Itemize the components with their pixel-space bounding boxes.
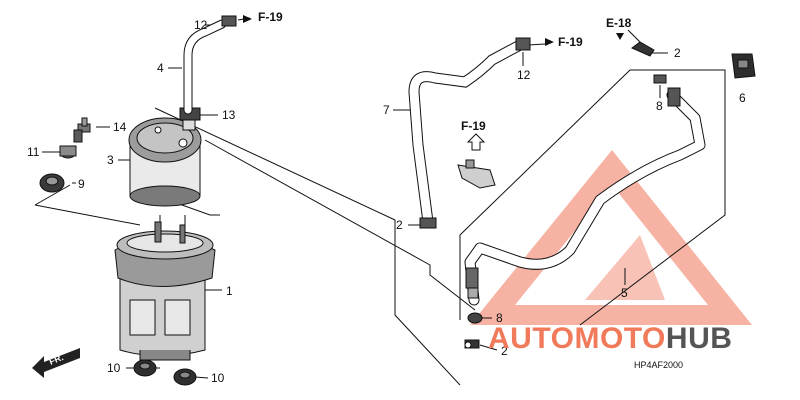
label-part-13: 13	[222, 108, 236, 122]
watermark-inner-triangle-icon	[585, 235, 665, 300]
part-labels: 12 4 13 14 11 3 9 1 10 10 7 2 12 2 8 6 5…	[27, 18, 746, 385]
nut-11	[59, 145, 77, 159]
label-part-4: 4	[157, 61, 164, 75]
label-part-1: 1	[226, 284, 233, 298]
label-part-12-right: 12	[517, 68, 531, 82]
ref-f19-mid: F-19	[461, 119, 486, 133]
grommet-9	[39, 173, 65, 193]
clip-8-top	[653, 74, 667, 84]
fuel-filter-canister	[128, 117, 202, 207]
label-part-10-right: 10	[211, 371, 225, 385]
clip-2-top	[631, 41, 655, 57]
label-part-11: 11	[27, 145, 40, 159]
bolt-14	[73, 117, 91, 143]
fuel-pipe-5	[464, 87, 706, 306]
label-part-8-top: 8	[656, 99, 663, 113]
label-part-9: 9	[78, 177, 85, 191]
clip-2-bottom	[464, 339, 480, 349]
ref-f19-top: F-19	[258, 10, 283, 24]
washer-10-left	[133, 359, 157, 377]
label-part-14: 14	[113, 120, 127, 134]
front-direction-arrow-icon	[32, 348, 80, 378]
hose-7	[408, 37, 531, 229]
label-part-2-top: 2	[674, 46, 681, 60]
grommet-6	[731, 53, 756, 79]
label-part-10-left: 10	[107, 361, 121, 375]
fuel-pump-assembly	[114, 221, 216, 361]
ref-f19-right: F-19	[558, 35, 583, 49]
arrow-down-icon	[616, 33, 624, 40]
reference-arrows	[32, 15, 624, 378]
watermark-triangle-icon	[470, 150, 752, 325]
clip-8-bottom	[467, 312, 483, 324]
label-part-6: 6	[739, 91, 746, 105]
watermark-text-part1: AUTOMOTO	[488, 322, 666, 355]
watermark-text-part2: HUB	[666, 322, 733, 355]
arrow-right-icon	[545, 38, 554, 46]
label-part-5: 5	[621, 286, 628, 300]
reference-labels: F-19 F-19 F-19 E-18 FR. HP4AF2000	[48, 10, 683, 370]
label-part-8-bottom: 8	[496, 311, 503, 325]
arrow-up-icon	[466, 133, 486, 151]
label-part-3: 3	[107, 153, 114, 167]
ref-e18: E-18	[606, 16, 632, 30]
arrow-right-icon	[243, 15, 252, 23]
svg-text:AUTOMOTOHUB: AUTOMOTOHUB	[488, 322, 732, 355]
watermark-logo	[470, 150, 752, 325]
diagram-code: HP4AF2000	[634, 360, 683, 370]
bracket-clip-mid	[457, 159, 496, 189]
leader-lines	[34, 17, 726, 386]
washer-10-right	[173, 368, 197, 386]
watermark-text: AUTOMOTOHUB	[488, 322, 732, 355]
label-part-12-left: 12	[194, 18, 208, 32]
hose-4	[183, 15, 237, 115]
label-part-2-mid: 2	[396, 218, 403, 232]
label-part-2-bottom: 2	[501, 344, 508, 358]
label-part-7: 7	[383, 103, 390, 117]
